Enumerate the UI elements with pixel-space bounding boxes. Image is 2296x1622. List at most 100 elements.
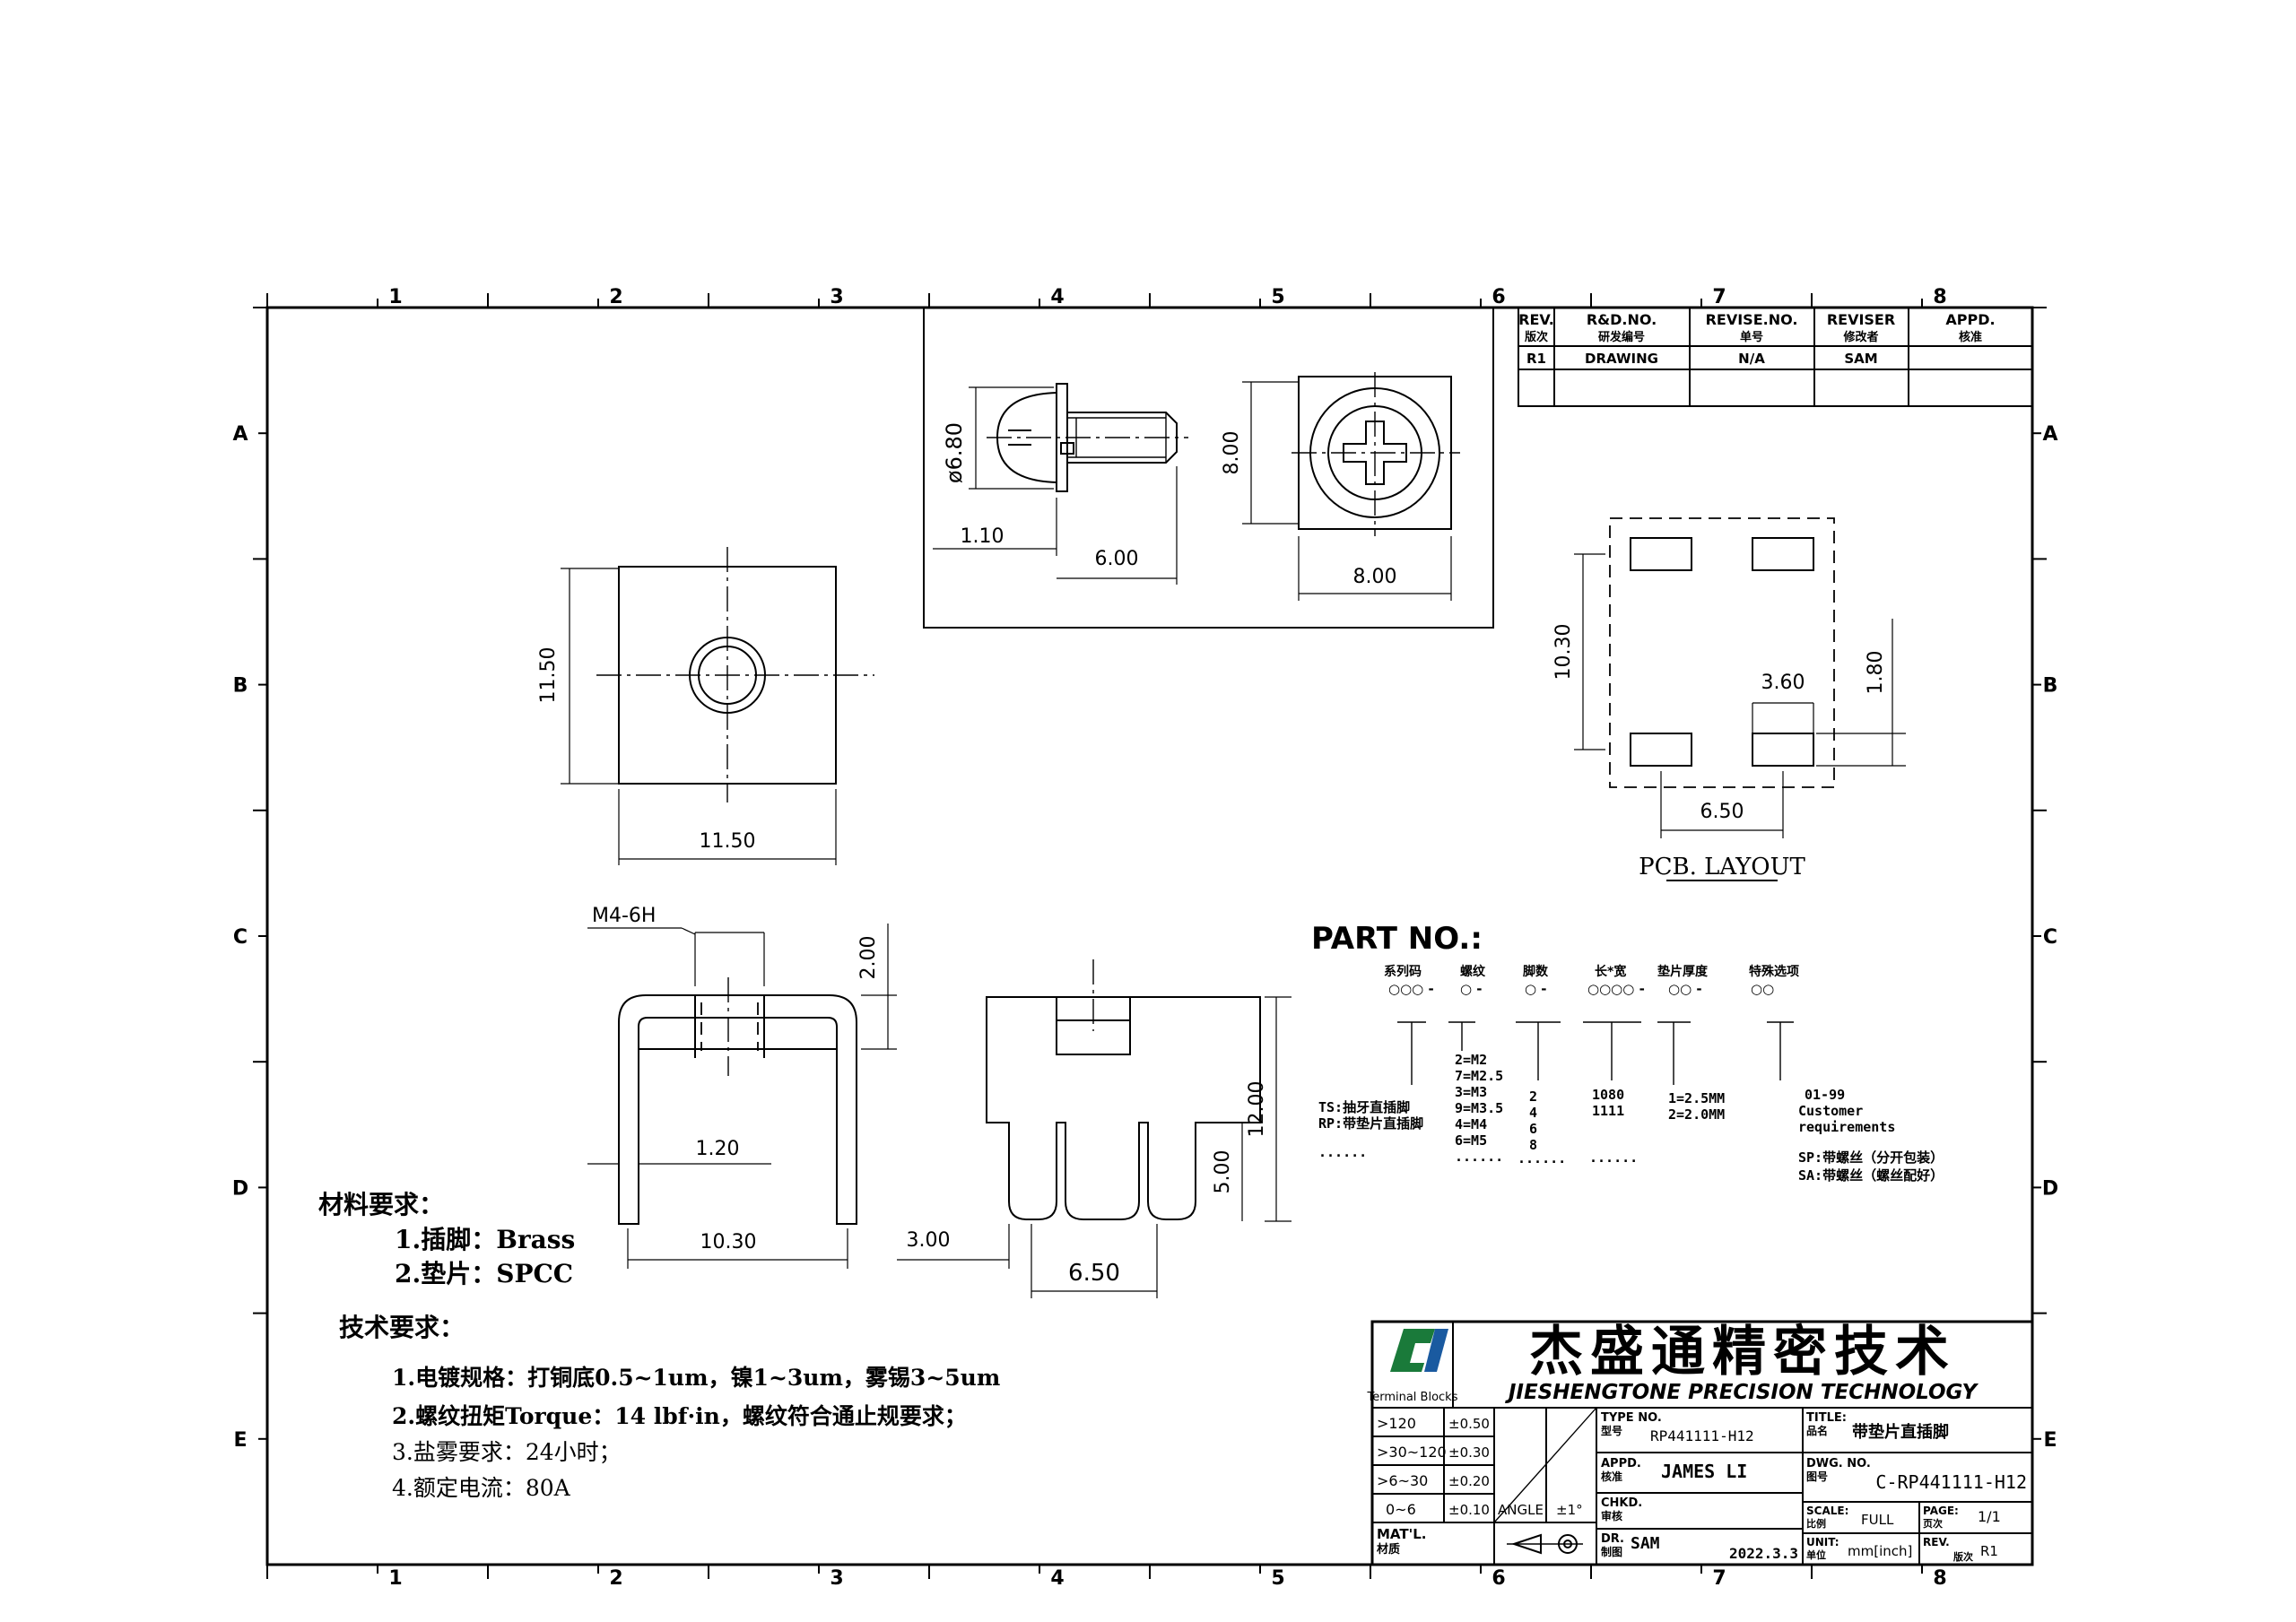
column-label-top: 1 xyxy=(388,286,402,308)
thread-option-1: 2=M2 xyxy=(1455,1052,1487,1068)
side-pin-dim: 3.00 xyxy=(907,1229,951,1252)
column-label-bottom: 1 xyxy=(388,1567,402,1590)
title-block: Terminal Blocks 杰盛通精密技术 JIESHENGTONE PRE… xyxy=(1366,1320,2034,1566)
part-no-title: PART NO.: xyxy=(1311,921,1483,957)
rev-header-rev: REV. xyxy=(1518,311,1554,328)
appd-value: JAMES LI xyxy=(1661,1461,1747,1482)
column-label-bottom: 8 xyxy=(1933,1567,1946,1590)
rev-value: R1 xyxy=(1980,1543,1998,1559)
part-field-special: 特殊选项 xyxy=(1749,964,1799,979)
thread-option-6: 6=M5 xyxy=(1455,1132,1487,1149)
scale-label: SCALE: xyxy=(1806,1505,1848,1517)
rev-value-rev: R1 xyxy=(1526,351,1546,367)
row-label-right: C xyxy=(2043,926,2057,949)
column-label-top: 2 xyxy=(609,286,622,308)
appd-cn: 核准 xyxy=(1601,1470,1622,1483)
part-field-pins: 脚数 xyxy=(1523,964,1549,979)
side-height-dim: 12.00 xyxy=(1246,1081,1268,1138)
unit-label: UNIT: xyxy=(1806,1536,1839,1548)
part-number-legend: PART NO.: 系列码 螺纹 脚数 长*宽 垫片厚度 特殊选项 ○○○ - … xyxy=(1311,921,1944,1184)
appd-label: APPD. xyxy=(1601,1457,1641,1470)
tol-value-4: ±0.10 xyxy=(1448,1502,1490,1518)
column-label-top: 4 xyxy=(1050,286,1064,308)
rev-header-appd: APPD. xyxy=(1945,311,1995,328)
type-cn: 型号 xyxy=(1601,1424,1622,1437)
pins-option-more: ...... xyxy=(1518,1150,1566,1167)
dwg-cn: 图号 xyxy=(1806,1470,1828,1483)
tol-value-3: ±0.20 xyxy=(1448,1473,1490,1489)
revision-table: REV. 版次 R&D.NO. 研发编号 REVISE.NO. 单号 REVIS… xyxy=(1518,307,2033,407)
plate-top-view: 11.50 11.50 xyxy=(537,547,874,865)
special-option-1: 01-99 xyxy=(1805,1087,1845,1103)
matl-label: MAT'L. xyxy=(1377,1526,1426,1542)
rev-header-rev-cn: 版次 xyxy=(1525,330,1548,344)
row-label-right: E xyxy=(2043,1429,2057,1452)
dr-label: DR. xyxy=(1601,1532,1624,1546)
rev-cn: 版次 xyxy=(1953,1550,1973,1563)
chkd-cn: 审核 xyxy=(1601,1509,1622,1522)
pcb-pad-width-dim: 3.60 xyxy=(1761,672,1805,694)
pcb-layout: 10.30 3.60 1.80 6.50 PCB. LAYOUT xyxy=(1552,517,1906,881)
plate-height-dim: 11.50 xyxy=(537,647,560,704)
rev-header-rd-cn: 研发编号 xyxy=(1598,330,1645,344)
rev-label: REV. xyxy=(1923,1536,1950,1548)
series-option-more: ...... xyxy=(1318,1144,1367,1160)
washer-option-1: 1=2.5MM xyxy=(1668,1090,1725,1106)
series-option-rp: RP:带垫片直插脚 xyxy=(1318,1115,1423,1132)
dr-value: SAM xyxy=(1631,1534,1660,1553)
chkd-label: CHKD. xyxy=(1601,1496,1642,1510)
column-label-bottom: 5 xyxy=(1271,1567,1284,1590)
thread-option-2: 7=M2.5 xyxy=(1455,1068,1503,1084)
page-cn: 页次 xyxy=(1923,1517,1943,1530)
page-label: PAGE: xyxy=(1923,1505,1959,1517)
part-code-pins: ○ - xyxy=(1525,981,1547,997)
pin-side-view: 12.00 5.00 3.00 6.50 xyxy=(897,959,1292,1298)
scale-cn: 比例 xyxy=(1806,1517,1826,1530)
part-code-series: ○○○ - xyxy=(1388,981,1434,997)
series-option-ts: TS:抽牙直插脚 xyxy=(1318,1099,1410,1115)
page-value: 1/1 xyxy=(1978,1508,2001,1525)
washer-width-dim: 8.00 xyxy=(1353,566,1397,588)
column-label-top: 8 xyxy=(1933,286,1946,308)
pcb-layout-label: PCB. LAYOUT xyxy=(1639,854,1805,880)
thread-option-more: ...... xyxy=(1455,1149,1503,1165)
type-label: TYPE NO. xyxy=(1601,1411,1662,1425)
row-label-right: B xyxy=(2043,675,2058,698)
column-label-bottom: 7 xyxy=(1712,1567,1726,1590)
thread-option-5: 4=M4 xyxy=(1455,1116,1487,1132)
part-code-special: ○○ xyxy=(1751,981,1774,997)
special-option-sp: SP:带螺丝（分开包装） xyxy=(1798,1149,1944,1166)
pcb-height-dim: 10.30 xyxy=(1552,624,1575,681)
pin-top-dim: 2.00 xyxy=(857,936,880,980)
rev-header-appd-cn: 核准 xyxy=(1959,330,1982,344)
part-field-series: 系列码 xyxy=(1384,964,1422,979)
screw-length-dim: 6.00 xyxy=(1095,548,1139,570)
unit-value: mm[inch] xyxy=(1848,1543,1912,1559)
type-value: RP441111-H12 xyxy=(1650,1427,1754,1444)
material-item-2: 2.垫片：SPCC xyxy=(395,1259,573,1288)
matl-cn: 材质 xyxy=(1377,1542,1400,1557)
special-option-2: Customer xyxy=(1798,1103,1863,1119)
screw-head-dim: 1.10 xyxy=(961,525,1004,548)
screw-view: ø6.80 1.10 6.00 8.00 8.00 xyxy=(923,308,1494,629)
column-label-bottom: 4 xyxy=(1050,1567,1064,1590)
dwg-value: C-RP441111-H12 xyxy=(1875,1471,2027,1493)
tech-title: 技术要求： xyxy=(339,1313,465,1342)
column-label-bottom: 2 xyxy=(609,1567,622,1590)
part-field-size: 长*宽 xyxy=(1595,964,1626,979)
tech-item-4: 4.额定电流：80A xyxy=(392,1475,571,1501)
tech-item-1: 1.电镀规格：打铜底0.5~1um，镍1~3um，雾锡3~5um xyxy=(392,1365,1000,1391)
title-label: TITLE: xyxy=(1806,1411,1847,1425)
company-logo: Terminal Blocks xyxy=(1366,1329,1458,1404)
size-option-more: ...... xyxy=(1589,1149,1638,1166)
thread-option-3: 3=M3 xyxy=(1455,1084,1487,1100)
part-code-size: ○○○○ - xyxy=(1587,981,1645,997)
dr-cn: 制图 xyxy=(1601,1545,1622,1558)
pcb-width-dim: 6.50 xyxy=(1700,801,1744,823)
title-value: 带垫片直插脚 xyxy=(1852,1422,1949,1442)
rev-header-revise-cn: 单号 xyxy=(1740,330,1763,344)
date-value: 2022.3.3 xyxy=(1729,1545,1798,1562)
rev-value-rd: DRAWING xyxy=(1585,351,1658,367)
part-code-washer: ○○ - xyxy=(1668,981,1702,997)
